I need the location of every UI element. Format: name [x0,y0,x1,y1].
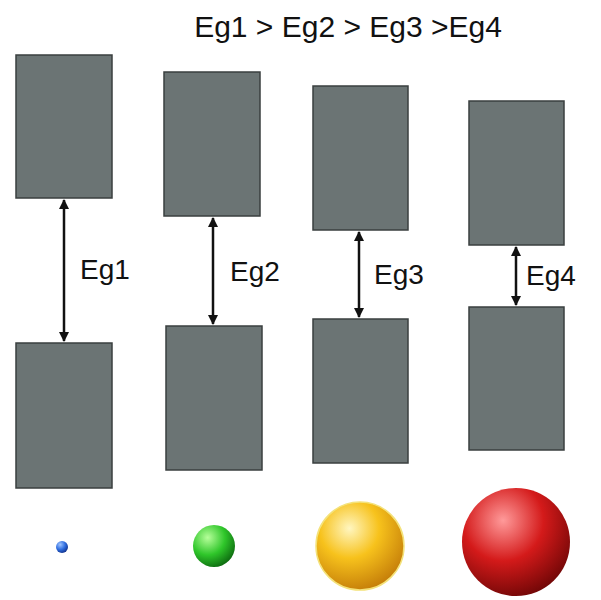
valence-band [16,343,112,488]
valence-band [166,326,262,470]
band-gap-label: Eg1 [80,255,130,286]
quantum-dot [316,502,404,590]
gap-arrow [515,247,518,305]
gap-arrow [358,232,361,317]
conduction-band [313,86,408,230]
band-gap-label: Eg2 [230,257,280,288]
quantum-dot [462,488,570,596]
band-gap-label: Eg3 [374,260,424,291]
quantum-dot [193,525,235,567]
valence-band [469,307,564,450]
quantum-dot [56,541,68,553]
valence-band [313,319,408,463]
gap-arrow [212,218,215,324]
title: Eg1 > Eg2 > Eg3 >Eg4 [194,10,502,43]
conduction-band [469,101,564,245]
conduction-band [16,55,112,198]
band-gap-label: Eg4 [526,261,576,292]
gap-arrow [63,200,66,341]
conduction-band [164,72,260,216]
